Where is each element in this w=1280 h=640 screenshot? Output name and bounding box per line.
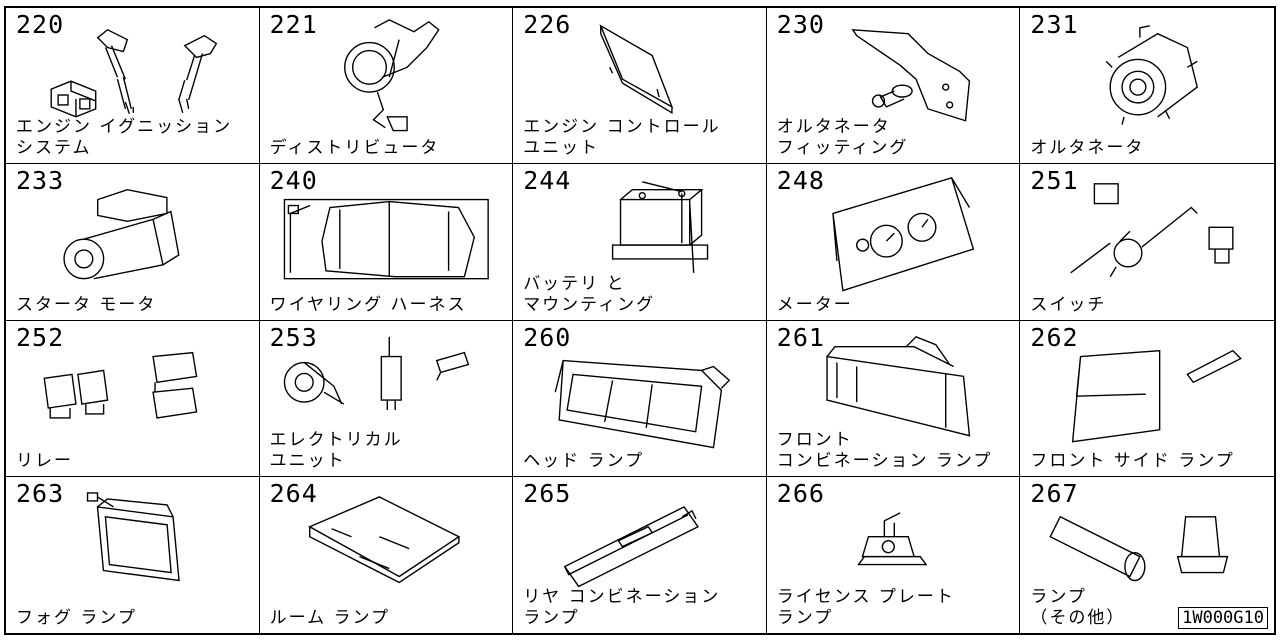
relay-icon — [43, 351, 198, 419]
part-cell-266[interactable]: 266 ライセンス プレートランプ — [766, 476, 1021, 633]
part-number: 253 — [269, 322, 318, 352]
part-cell-262[interactable]: 262 フロント サイド ランプ — [1020, 320, 1274, 477]
electrical-unit-icon — [283, 336, 469, 410]
part-number: 248 — [776, 166, 825, 196]
room-lamp-icon — [307, 495, 460, 584]
part-label: リヤ コンビネーションランプ — [523, 587, 721, 628]
part-cell-264[interactable]: 264 ルーム ランプ — [259, 476, 514, 633]
part-number: 251 — [1030, 166, 1079, 196]
ignition-system-icon — [50, 28, 218, 118]
wiring-harness-icon — [283, 199, 489, 280]
diagram-code: 1W000G10 — [1178, 607, 1268, 629]
part-number: 226 — [523, 10, 572, 39]
part-label: フォグ ランプ — [16, 608, 137, 628]
part-label: エレクトリカルユニット — [269, 429, 403, 471]
alternator-bracket-icon — [851, 28, 970, 122]
part-cell-248[interactable]: 248 メーター — [766, 164, 1021, 321]
part-number: 244 — [523, 166, 572, 196]
part-cell-263[interactable]: 263 フォグ ランプ — [6, 476, 260, 633]
part-cell-230[interactable]: 230 オルタネータフィッティング — [766, 8, 1021, 165]
part-cell-260[interactable]: 260 ヘッド ランプ — [513, 320, 767, 477]
part-number: 221 — [269, 10, 318, 39]
headlamp-icon — [554, 359, 731, 448]
part-label: ルーム ランプ — [269, 608, 390, 628]
part-number: 252 — [16, 322, 65, 352]
part-number: 267 — [1030, 478, 1079, 508]
alternator-icon — [1106, 25, 1199, 125]
part-number: 262 — [1030, 322, 1079, 352]
part-cell-253[interactable]: 253 エレクトリカルユニット — [259, 320, 514, 477]
meter-icon — [832, 177, 975, 292]
part-number: 231 — [1030, 10, 1079, 39]
part-label: バッテリ とマウンティング — [523, 273, 656, 315]
front-side-lamp-icon — [1072, 349, 1243, 442]
part-number: 265 — [523, 478, 572, 508]
part-label: ライセンス プレートランプ — [776, 587, 955, 628]
part-cell-261[interactable]: 261 フロントコンビネーション ランプ — [766, 320, 1021, 477]
part-number: 240 — [269, 166, 318, 196]
license-plate-lamp-icon — [856, 511, 928, 566]
part-cell-220[interactable]: 220 エンジン イグニッションシステム — [6, 8, 260, 165]
part-cell-240[interactable]: 240 ワイヤリング ハーネス — [259, 164, 514, 321]
lamp-bulb-icon — [1049, 515, 1229, 581]
part-number: 264 — [269, 478, 318, 508]
part-label: スイッチ — [1030, 294, 1107, 315]
part-cell-231[interactable]: 231 オルタネータ — [1020, 8, 1274, 165]
part-label: オルタネータ — [1030, 138, 1145, 159]
switch-icon — [1070, 183, 1234, 278]
part-cell-244[interactable]: 244 バッテリ とマウンティング — [513, 164, 767, 321]
part-cell-226[interactable]: 226 エンジン コントロールユニット — [513, 8, 767, 165]
part-label: フロントコンビネーション ランプ — [776, 429, 993, 471]
part-label: メーター — [776, 294, 853, 315]
part-cell-233[interactable]: 233 スタータ モータ — [6, 164, 260, 321]
part-cell-265[interactable]: 265 リヤ コンビネーションランプ — [513, 476, 767, 633]
part-label: オルタネータフィッティング — [776, 117, 909, 159]
part-label: エンジン イグニッションシステム — [16, 117, 233, 159]
rear-combination-lamp-icon — [563, 505, 700, 588]
part-label: スタータ モータ — [16, 294, 157, 315]
part-label: フロント サイド ランプ — [1030, 450, 1235, 471]
part-label: ヘッド ランプ — [523, 450, 645, 471]
fog-lamp-icon — [86, 492, 180, 582]
part-number: 263 — [16, 478, 65, 508]
part-cell-221[interactable]: 221 ディストリビュータ — [259, 8, 514, 165]
starter-motor-icon — [63, 189, 180, 280]
part-cell-251[interactable]: 251 スイッチ — [1020, 164, 1274, 321]
part-cell-267[interactable]: 267 ランプ（その他） 1W000G10 — [1020, 476, 1274, 633]
part-number: 261 — [776, 322, 825, 352]
part-number: 220 — [16, 10, 65, 39]
part-number: 266 — [776, 478, 825, 508]
battery-icon — [612, 181, 709, 274]
part-label: ディストリビュータ — [269, 138, 440, 159]
part-cell-252[interactable]: 252 リレー — [6, 320, 260, 477]
parts-index-grid: 220 エンジン イグニッションシステム 221 ディストリビュータ 226 エ… — [4, 6, 1276, 635]
distributor-icon — [343, 19, 440, 132]
front-combination-lamp-icon — [826, 335, 971, 437]
part-number: 233 — [16, 166, 65, 196]
part-number: 230 — [776, 10, 825, 39]
part-label: エンジン コントロールユニット — [523, 117, 721, 159]
control-unit-icon — [599, 24, 674, 115]
part-label: ランプ（その他） — [1030, 587, 1126, 628]
part-label: ワイヤリング ハーネス — [269, 294, 467, 315]
part-number: 260 — [523, 322, 572, 352]
part-label: リレー — [16, 450, 73, 471]
